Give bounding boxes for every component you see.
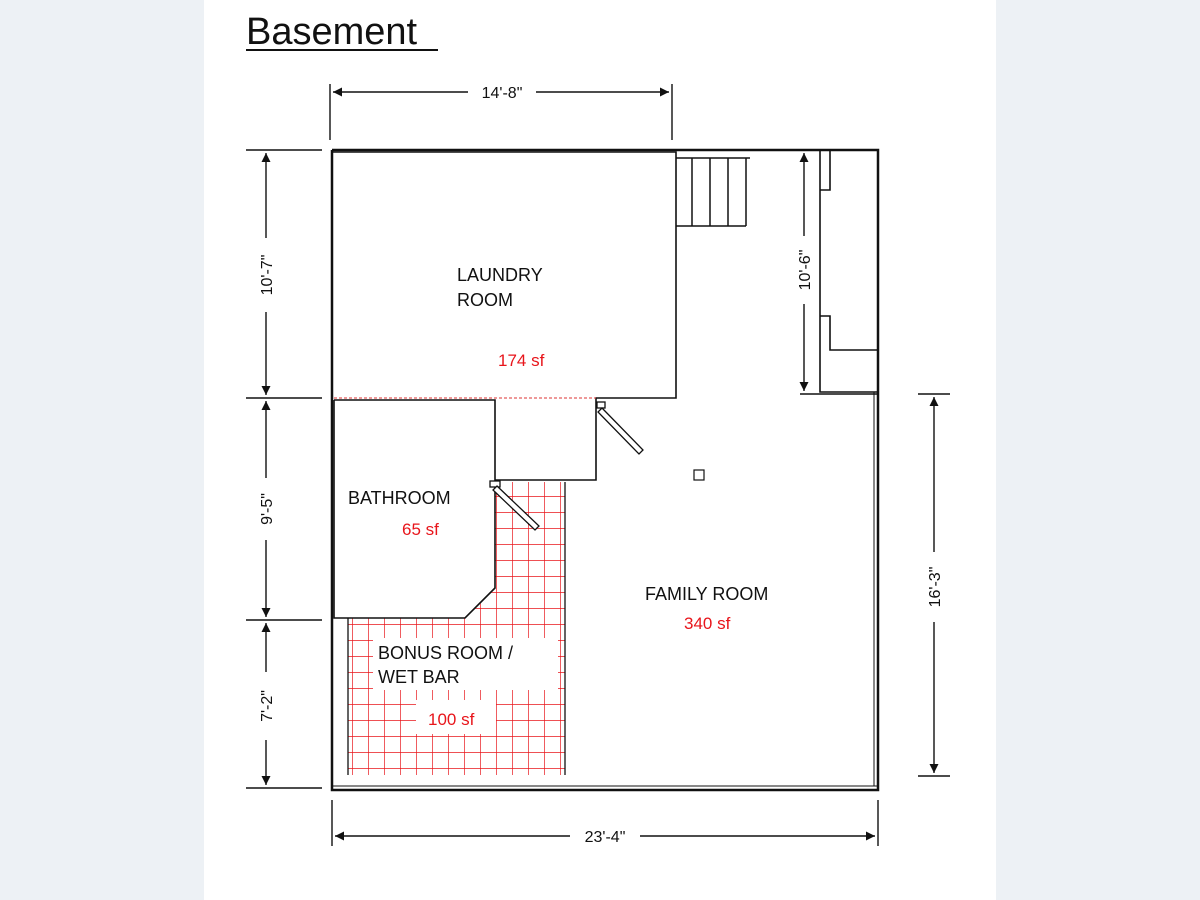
laundry-room-name-line1: LAUNDRY <box>457 265 543 285</box>
door-bathroom <box>489 480 540 531</box>
stairs <box>676 157 750 227</box>
dim-left-upper-label: 10'-7" <box>259 255 276 296</box>
exterior-walls <box>330 148 880 792</box>
tile-floor <box>348 482 565 775</box>
laundry-room-area: 174 sf <box>498 351 545 370</box>
dim-left-lower-label: 7'-2" <box>259 690 276 722</box>
dim-bottom-label: 23'-4" <box>585 829 626 846</box>
plan-title: Basement <box>246 11 418 53</box>
door-laundry <box>596 401 644 455</box>
family-room-area: 340 sf <box>684 614 731 633</box>
interior-walls <box>331 149 878 775</box>
dim-left-middle-label: 9'-5" <box>259 493 276 525</box>
bathroom-name: BATHROOM <box>348 488 451 508</box>
laundry-room-name-line2: ROOM <box>457 290 513 310</box>
family-room-name: FAMILY ROOM <box>645 584 768 604</box>
dim-top-label: 14'-8" <box>482 85 523 102</box>
dim-inner-right-label: 10'-6" <box>797 250 814 291</box>
bonus-room-name-line2: WET BAR <box>378 667 460 687</box>
bonus-room-area: 100 sf <box>428 710 475 729</box>
post-marker <box>693 469 705 481</box>
dimension-lines <box>246 84 950 846</box>
bonus-room-name-line1: BONUS ROOM / <box>378 643 513 663</box>
bathroom-area: 65 sf <box>402 520 439 539</box>
dim-right-label: 16'-3" <box>927 567 944 608</box>
